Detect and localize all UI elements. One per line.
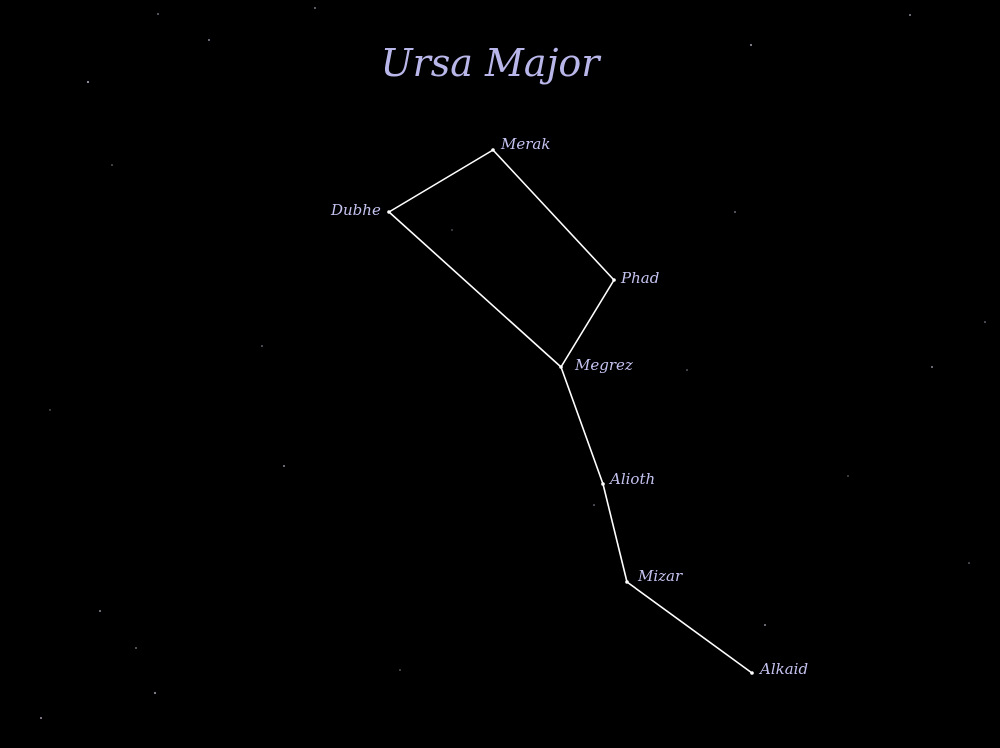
background-star (451, 229, 453, 231)
star-megrez: Megrez (559, 356, 633, 374)
star-dot-alkaid (750, 671, 754, 675)
background-star (686, 369, 688, 371)
line-megrez-dubhe (388, 211, 562, 368)
background-star (984, 321, 986, 323)
background-star (749, 43, 753, 47)
line-merak-phad (492, 149, 615, 281)
background-star (399, 669, 401, 671)
constellation-stars: Merak Dubhe Phad Megrez Alioth Mizar Alk… (330, 135, 808, 678)
background-star (261, 345, 263, 347)
star-dubhe: Dubhe (330, 201, 391, 219)
star-dot-merak (491, 148, 495, 152)
star-mizar: Mizar (625, 567, 683, 585)
star-label-phad: Phad (620, 269, 659, 287)
background-star (157, 13, 159, 15)
star-dot-alioth (601, 482, 605, 486)
background-star (968, 562, 970, 564)
star-dot-megrez (559, 365, 563, 369)
diagram-title: Ursa Major (381, 41, 603, 85)
star-label-merak: Merak (500, 135, 550, 153)
background-star (931, 366, 933, 368)
background-star (314, 7, 316, 9)
star-dot-phad (612, 278, 616, 282)
background-star (49, 409, 51, 411)
background-star (208, 39, 210, 41)
star-dot-mizar (625, 580, 629, 584)
background-stars (40, 7, 986, 719)
background-star (593, 504, 595, 506)
star-label-alioth: Alioth (608, 470, 655, 488)
star-label-mizar: Mizar (637, 567, 683, 585)
background-star (135, 647, 137, 649)
line-mizar-alkaid (626, 581, 753, 674)
star-label-megrez: Megrez (574, 356, 633, 374)
line-phad-megrez (560, 279, 615, 368)
star-alioth: Alioth (601, 470, 655, 488)
constellation-lines (388, 149, 753, 674)
background-star (86, 80, 90, 84)
line-alioth-mizar (602, 483, 628, 583)
star-label-alkaid: Alkaid (758, 660, 808, 678)
background-star (734, 211, 736, 213)
star-merak: Merak (491, 135, 550, 153)
star-label-dubhe: Dubhe (330, 201, 381, 219)
line-megrez-alioth (560, 366, 604, 485)
background-star (283, 465, 285, 467)
background-star (111, 164, 113, 166)
star-alkaid: Alkaid (750, 660, 808, 678)
line-dubhe-merak (388, 149, 494, 213)
background-star (40, 717, 42, 719)
background-star (153, 691, 157, 695)
star-dot-dubhe (387, 210, 391, 214)
background-star (847, 475, 849, 477)
background-star (909, 14, 911, 16)
background-star (99, 610, 101, 612)
star-phad: Phad (612, 269, 659, 287)
background-star (764, 624, 766, 626)
